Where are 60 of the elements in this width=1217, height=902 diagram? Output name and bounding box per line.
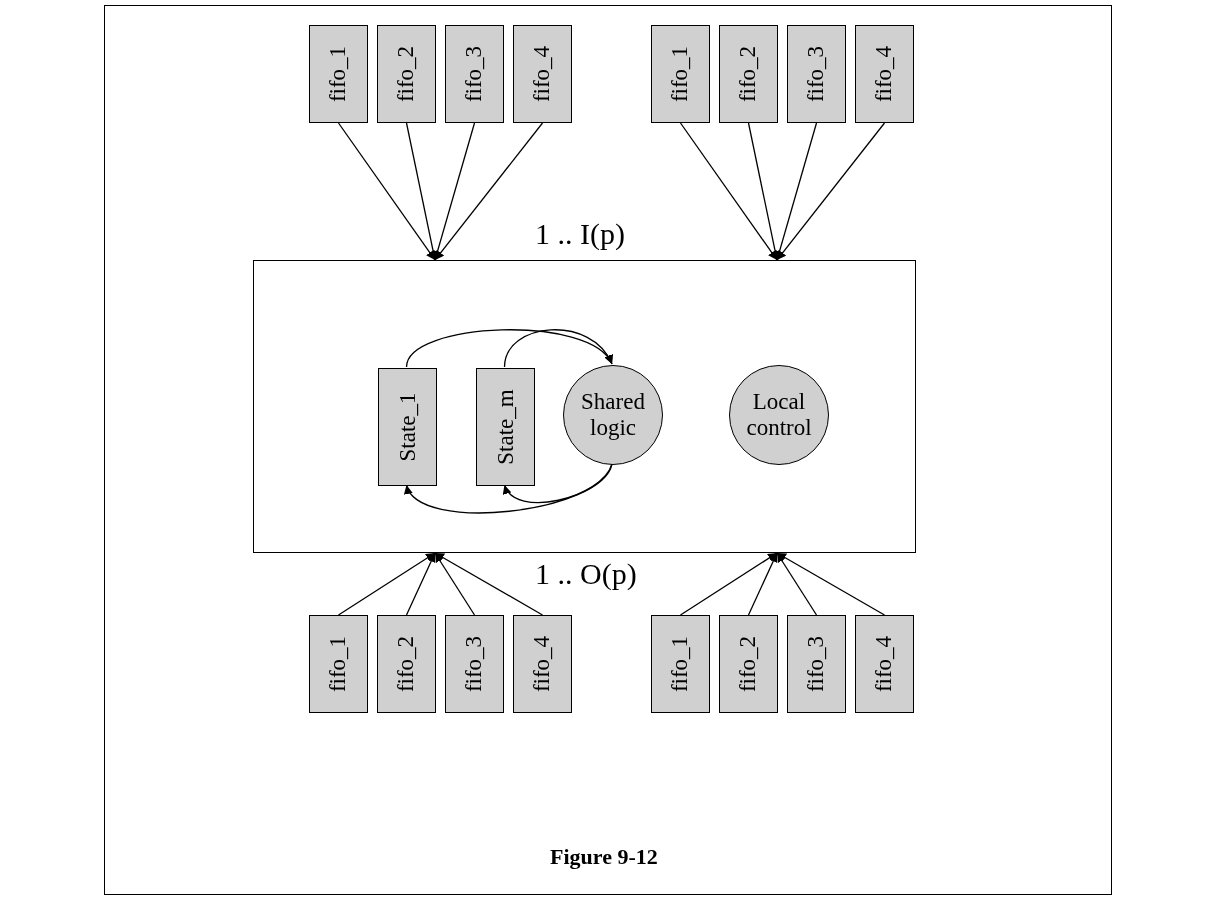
arrow bbox=[503, 329, 613, 368]
arrow bbox=[776, 552, 818, 616]
fifo-box bbox=[309, 615, 368, 713]
fifo-box bbox=[855, 615, 914, 713]
arrow bbox=[747, 552, 778, 616]
node-label: fifo_3 bbox=[461, 635, 488, 693]
node-label: State_m bbox=[492, 389, 519, 465]
fifo-box bbox=[651, 25, 710, 123]
arrow bbox=[503, 463, 613, 504]
arrow bbox=[434, 552, 544, 616]
node-label: fifo_4 bbox=[529, 635, 556, 693]
fifo-box bbox=[787, 615, 846, 713]
arrow bbox=[776, 122, 886, 261]
arrow bbox=[679, 122, 778, 261]
node-label: fifo_4 bbox=[871, 635, 898, 693]
node-label: State_1 bbox=[394, 392, 421, 462]
node-label: fifo_2 bbox=[393, 635, 420, 693]
node-label: fifo_1 bbox=[667, 635, 694, 693]
arrow bbox=[405, 552, 436, 616]
node-label: Local control bbox=[745, 388, 813, 442]
node-label: fifo_4 bbox=[871, 45, 898, 103]
node-label: fifo_1 bbox=[667, 45, 694, 103]
fifo-box bbox=[651, 615, 710, 713]
fifo-box bbox=[513, 615, 572, 713]
node-label: Shared logic bbox=[580, 388, 646, 442]
arrow bbox=[775, 122, 818, 261]
fifo-box bbox=[445, 25, 504, 123]
node-label: fifo_3 bbox=[461, 45, 488, 103]
arrow bbox=[337, 122, 436, 261]
fifo-box bbox=[377, 25, 436, 123]
arrow bbox=[747, 122, 780, 261]
node-label: fifo_2 bbox=[735, 635, 762, 693]
multiplicity-label: 1 .. I(p) bbox=[535, 217, 625, 251]
node-label: fifo_2 bbox=[393, 45, 420, 103]
arrow bbox=[433, 122, 476, 261]
arrow bbox=[679, 552, 778, 616]
state-box bbox=[378, 368, 437, 486]
node-label: fifo_3 bbox=[803, 635, 830, 693]
arrow bbox=[434, 122, 544, 261]
module-box bbox=[253, 260, 916, 553]
fifo-box bbox=[309, 25, 368, 123]
fifo-box bbox=[513, 25, 572, 123]
fifo-box bbox=[719, 25, 778, 123]
node-label: fifo_3 bbox=[803, 45, 830, 103]
fifo-box bbox=[445, 615, 504, 713]
arrow bbox=[405, 122, 438, 261]
node-label: fifo_1 bbox=[325, 635, 352, 693]
multiplicity-label: 1 .. O(p) bbox=[535, 557, 637, 591]
arrow bbox=[337, 552, 436, 616]
state-box bbox=[476, 368, 535, 486]
fifo-box bbox=[855, 25, 914, 123]
fifo-box bbox=[377, 615, 436, 713]
node-label: fifo_2 bbox=[735, 45, 762, 103]
arrow bbox=[434, 552, 476, 616]
node-label: fifo_4 bbox=[529, 45, 556, 103]
figure-caption: Figure 9-12 bbox=[550, 844, 658, 870]
fifo-box bbox=[719, 615, 778, 713]
node-label: fifo_1 bbox=[325, 45, 352, 103]
fifo-box bbox=[787, 25, 846, 123]
arrow bbox=[776, 552, 886, 616]
